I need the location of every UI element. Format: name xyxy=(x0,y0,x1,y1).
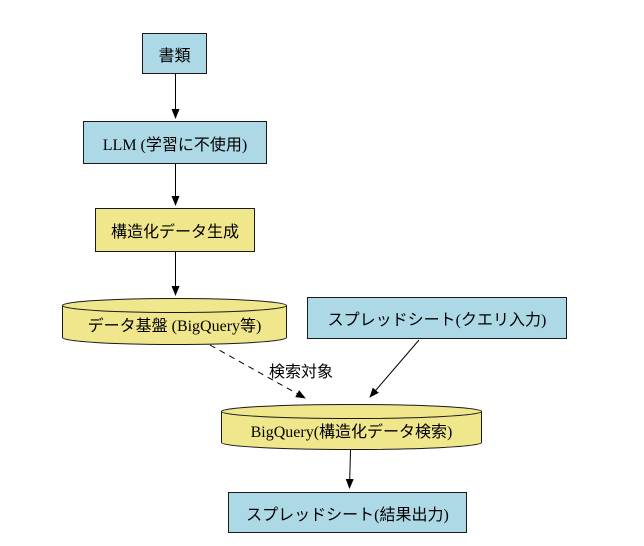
node-sheet-input-label: スプレッドシート(クエリ入力) xyxy=(327,312,547,329)
node-bigquery-search-cylinder: BigQuery(構造化データ検索) xyxy=(221,404,482,450)
node-llm: LLM (学習に不使用) xyxy=(83,121,267,164)
node-documents-label: 書類 xyxy=(158,47,191,65)
edge-sheet-input-to-bigquery xyxy=(369,339,420,398)
node-structured-gen-label: 構造化データ生成 xyxy=(110,224,239,241)
node-structured-data-generation: 構造化データ生成 xyxy=(95,208,255,252)
edge-bigquery-to-sheet-output xyxy=(345,449,354,489)
node-spreadsheet-result-output: スプレッドシート(結果出力) xyxy=(228,492,467,533)
node-data-platform-cylinder: データ基盤 (BigQuery等) xyxy=(62,298,287,345)
database-cylinder-shape xyxy=(62,298,287,345)
node-documents: 書類 xyxy=(142,33,207,74)
node-sheet-output-label: スプレッドシート(結果出力) xyxy=(246,506,449,524)
node-llm-label: LLM (学習に不使用) xyxy=(102,136,248,154)
database-cylinder-shape xyxy=(221,404,482,450)
node-spreadsheet-query-input: スプレッドシート(クエリ入力) xyxy=(307,297,567,339)
edge-label-search-target: 検索対象 xyxy=(269,364,334,381)
node-bigquery-search-label: BigQuery(構造化データ検索) xyxy=(250,423,453,441)
node-data-platform-label: データ基盤 (BigQuery等) xyxy=(87,318,262,335)
